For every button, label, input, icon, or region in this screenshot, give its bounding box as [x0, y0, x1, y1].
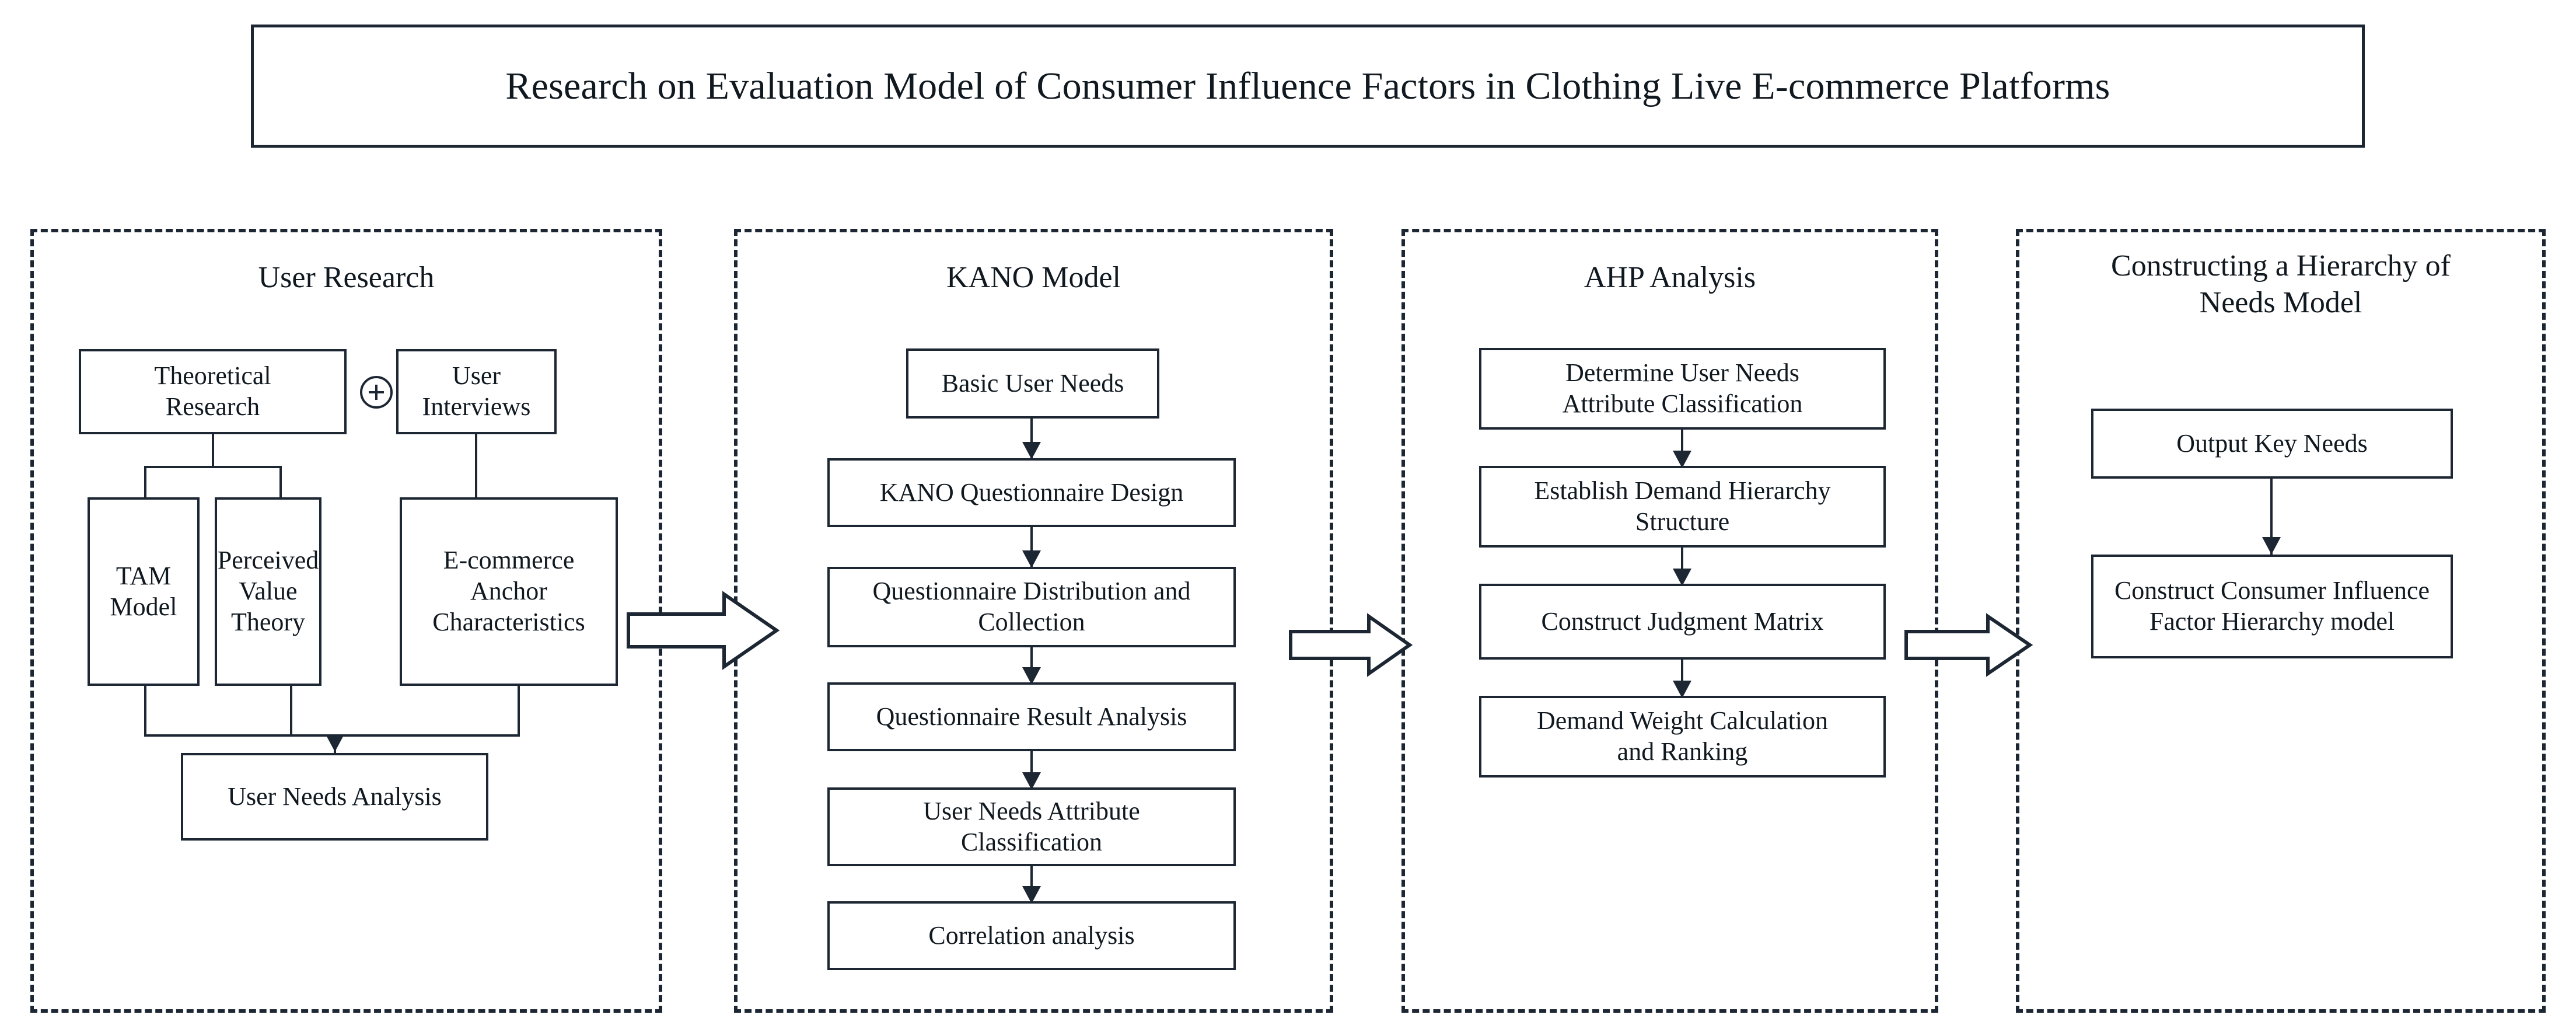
- connector-kano-4: [1030, 751, 1033, 787]
- connector-ahp-2: [1681, 548, 1683, 584]
- node-label: Basic User Needs: [941, 368, 1124, 398]
- node-questionnaire-distribution-and-collection[interactable]: Questionnaire Distribution and Collectio…: [827, 567, 1236, 647]
- connector-kano-1: [1030, 419, 1033, 458]
- node-questionnaire-result-analysis[interactable]: Questionnaire Result Analysis: [827, 682, 1236, 751]
- arrow-user-research-to-kano: [627, 590, 780, 671]
- connector-to-tam: [144, 466, 146, 498]
- node-label: Correlation analysis: [928, 921, 1135, 950]
- node-user-needs-attribute-classification[interactable]: User Needs Attribute Classification: [827, 787, 1236, 866]
- arrowhead-kano-3: [1022, 667, 1041, 685]
- panel-ahp-analysis: AHP Analysis: [1401, 229, 1938, 1013]
- connector-kano-5: [1030, 866, 1033, 901]
- node-theoretical-research[interactable]: Theoretical Research: [79, 349, 347, 434]
- connector-to-perceived-value: [279, 466, 282, 498]
- page-title: Research on Evaluation Model of Consumer…: [505, 64, 2110, 107]
- panel-title-ahp-analysis: AHP Analysis: [1584, 261, 1756, 294]
- arrowhead-kano-2: [1022, 550, 1041, 568]
- node-construct-consumer-influence-factor-hierarchy-model[interactable]: Construct Consumer Influence Factor Hier…: [2091, 555, 2453, 658]
- node-label: Output Key Needs: [2176, 428, 2368, 458]
- arrow-ahp-to-hierarchy: [1904, 613, 2033, 677]
- node-construct-judgment-matrix[interactable]: Construct Judgment Matrix: [1479, 584, 1886, 660]
- connector-theoretical-stem: [212, 434, 214, 467]
- node-basic-user-needs[interactable]: Basic User Needs: [906, 348, 1159, 419]
- node-label: Theoretical Research: [154, 361, 271, 421]
- node-label: Construct Consumer Influence Factor Hier…: [2114, 576, 2430, 636]
- connector-kano-3: [1030, 647, 1033, 682]
- node-tam-model[interactable]: TAM Model: [88, 497, 200, 686]
- node-label: Demand Weight Calculation and Ranking: [1536, 706, 1829, 766]
- node-determine-user-needs-attribute-classification[interactable]: Determine User Needs Attribute Classific…: [1479, 348, 1886, 430]
- arrowhead-hierarchy-1: [2262, 537, 2281, 555]
- node-label: Determine User Needs Attribute Classific…: [1562, 358, 1803, 418]
- node-perceived-value-theory[interactable]: Perceived Value Theory: [215, 497, 321, 686]
- node-label: TAM Model: [110, 561, 177, 621]
- arrowhead-kano-1: [1022, 442, 1041, 459]
- connector-interviews-to-anchor: [475, 434, 477, 498]
- node-label: E-commerce Anchor Characteristics: [432, 546, 585, 636]
- arrowhead-ahp-3: [1673, 681, 1691, 698]
- node-label: Questionnaire Result Analysis: [876, 702, 1187, 731]
- node-label: Construct Judgment Matrix: [1541, 606, 1824, 636]
- panel-constructing-hierarchy: Constructing a Hierarchy of Needs Model: [2016, 229, 2546, 1013]
- node-label: Establish Demand Hierarchy Structure: [1534, 476, 1831, 536]
- diagram-title-box: Research on Evaluation Model of Consumer…: [251, 25, 2365, 148]
- arrowhead-to-user-needs-analysis: [326, 734, 344, 752]
- arrowhead-ahp-2: [1673, 569, 1691, 586]
- node-kano-questionnaire-design[interactable]: KANO Questionnaire Design: [827, 458, 1236, 527]
- panel-title-kano-model: KANO Model: [946, 261, 1121, 294]
- connector-anchor-down: [518, 686, 520, 736]
- node-user-needs-analysis[interactable]: User Needs Analysis: [181, 753, 488, 841]
- arrowhead-ahp-1: [1673, 451, 1691, 468]
- panel-title-constructing-hierarchy: Constructing a Hierarchy of Needs Model: [2111, 249, 2451, 320]
- node-label: User Needs Attribute Classification: [923, 796, 1140, 856]
- node-establish-demand-hierarchy-structure[interactable]: Establish Demand Hierarchy Structure: [1479, 466, 1886, 548]
- node-output-key-needs[interactable]: Output Key Needs: [2091, 409, 2453, 479]
- arrowhead-kano-5: [1022, 886, 1041, 904]
- panel-title-user-research: User Research: [258, 261, 435, 294]
- connector-perceived-down: [290, 686, 292, 736]
- plus-operator-icon: [360, 376, 393, 409]
- node-label: User Needs Analysis: [228, 782, 442, 811]
- node-user-interviews[interactable]: User Interviews: [396, 349, 557, 434]
- connector-ahp-3: [1681, 660, 1683, 696]
- arrowhead-kano-4: [1022, 772, 1041, 790]
- arrow-kano-to-ahp: [1289, 613, 1413, 677]
- node-ecommerce-anchor-characteristics[interactable]: E-commerce Anchor Characteristics: [400, 497, 618, 686]
- connector-ahp-1: [1681, 430, 1683, 466]
- node-label: Perceived Value Theory: [217, 546, 319, 636]
- node-demand-weight-calculation-and-ranking[interactable]: Demand Weight Calculation and Ranking: [1479, 696, 1886, 778]
- connector-tam-down: [144, 686, 146, 736]
- connector-hierarchy-1: [2270, 479, 2273, 555]
- node-label: Questionnaire Distribution and Collectio…: [872, 577, 1191, 636]
- node-correlation-analysis[interactable]: Correlation analysis: [827, 901, 1236, 970]
- connector-kano-2: [1030, 527, 1033, 567]
- connector-theoretical-split: [144, 466, 282, 468]
- node-label: KANO Questionnaire Design: [879, 477, 1184, 507]
- node-label: User Interviews: [422, 361, 531, 421]
